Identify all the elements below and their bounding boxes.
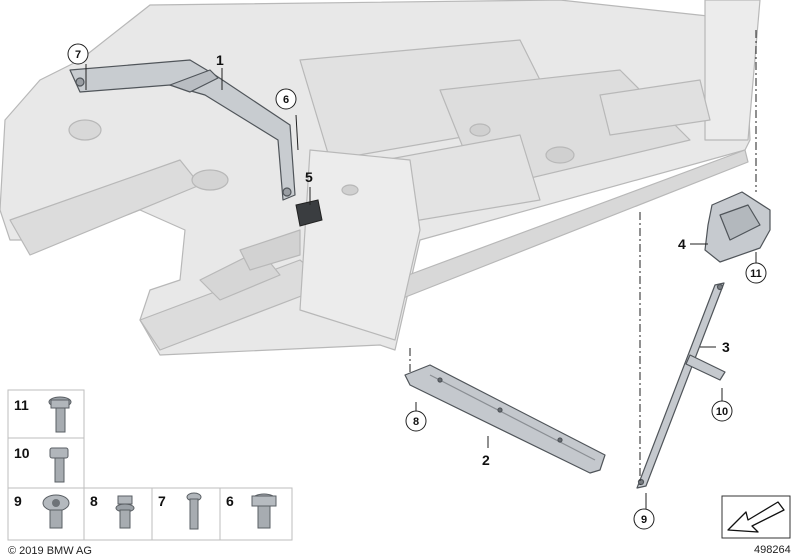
car-body-illustration xyxy=(0,0,761,356)
callout-7: 7 xyxy=(75,49,81,61)
callout-3: 3 xyxy=(722,339,730,355)
callout-10: 10 xyxy=(716,406,728,418)
callout-7-circled: 7 xyxy=(67,43,89,65)
part-2-underbody-panel xyxy=(404,364,606,474)
callout-5: 5 xyxy=(305,169,313,185)
callout-9-circled: 9 xyxy=(633,508,655,530)
bolt-7-icon xyxy=(186,492,202,530)
dash-dot-lines xyxy=(409,30,757,485)
callout-10-circled: 10 xyxy=(711,400,733,422)
leader-lines xyxy=(85,64,757,510)
legend-label-10: 10 xyxy=(14,445,30,461)
callout-4: 4 xyxy=(678,236,686,252)
callout-11: 11 xyxy=(750,268,762,280)
callout-6: 6 xyxy=(283,94,289,106)
copyright-text: © 2019 BMW AG xyxy=(8,545,92,557)
bolt-9-icon xyxy=(42,494,70,529)
callout-8-circled: 8 xyxy=(405,410,427,432)
callout-6-circled: 6 xyxy=(275,88,297,110)
bolt-8-icon xyxy=(115,495,135,529)
part-1-strut-brace xyxy=(69,59,296,201)
part-4-bracket xyxy=(704,191,771,263)
legend-label-6: 6 xyxy=(226,493,234,509)
callout-11-circled: 11 xyxy=(745,262,767,284)
fastener-legend: 11 10 9 8 7 xyxy=(7,389,293,541)
legend-label-7: 7 xyxy=(158,493,166,509)
callout-9: 9 xyxy=(641,514,647,526)
bolt-10-icon xyxy=(49,447,69,483)
part-3-diagonal-strut xyxy=(636,282,726,489)
bolt-6-icon xyxy=(251,493,277,529)
callout-2: 2 xyxy=(482,452,490,468)
bolt-11-icon xyxy=(48,396,72,433)
orientation-arrow-icon xyxy=(727,501,785,533)
callout-1: 1 xyxy=(216,52,224,68)
diagram-number: 498264 xyxy=(754,544,791,556)
callout-8: 8 xyxy=(413,416,419,428)
legend-label-8: 8 xyxy=(90,493,98,509)
legend-label-11: 11 xyxy=(14,397,29,413)
part-5-cover xyxy=(295,199,323,227)
orientation-symbol xyxy=(721,495,791,539)
legend-label-9: 9 xyxy=(14,493,22,509)
